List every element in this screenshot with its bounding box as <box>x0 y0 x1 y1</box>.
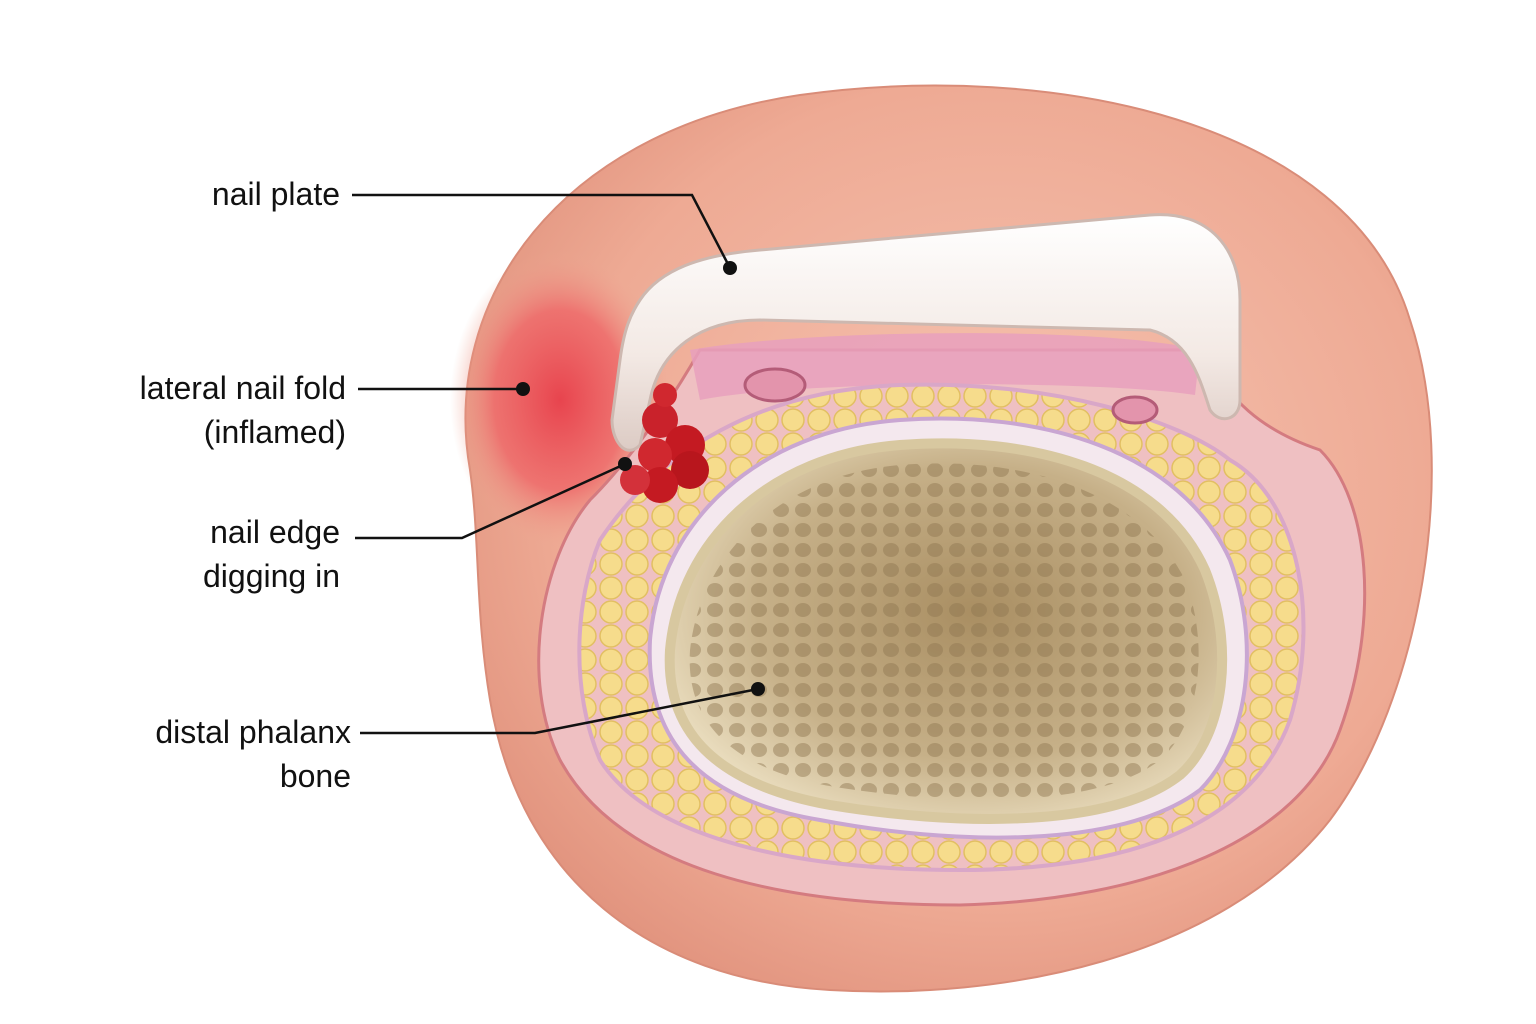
bone-trabecular-texture <box>689 463 1199 800</box>
leader-nail-edge <box>355 462 626 540</box>
label-lateral-nail-fold: lateral nail fold (inflamed) <box>140 366 346 454</box>
dot-nail-edge <box>618 457 632 471</box>
leader-lines <box>352 193 759 735</box>
dot-nail-plate <box>723 261 737 275</box>
granulation-tissue <box>620 383 709 503</box>
leader-bone <box>360 687 759 735</box>
digital-vessel-right <box>1111 395 1159 425</box>
label-distal-phalanx-line2: bone <box>279 758 351 794</box>
leader-dots <box>516 261 765 696</box>
label-nail-plate-line1: nail plate <box>211 176 340 212</box>
label-distal-phalanx: distal phalanx bone <box>155 710 351 798</box>
nail-bed <box>690 333 1200 400</box>
label-lateral-nail-fold-line1: lateral nail fold <box>139 370 346 406</box>
label-nail-plate: nail plate <box>212 172 340 216</box>
label-nail-edge-line2: digging in <box>203 558 340 594</box>
dot-lateral-fold <box>516 382 530 396</box>
dot-bone <box>751 682 765 696</box>
label-nail-edge: nail edge digging in <box>203 510 340 598</box>
leader-nail-plate <box>352 193 732 269</box>
label-nail-edge-line1: nail edge <box>210 514 340 550</box>
nail-plate <box>610 213 1242 452</box>
label-distal-phalanx-line1: distal phalanx <box>155 714 351 750</box>
digital-vessel-left <box>743 367 807 403</box>
label-lateral-nail-fold-line2: (inflamed) <box>203 414 346 450</box>
